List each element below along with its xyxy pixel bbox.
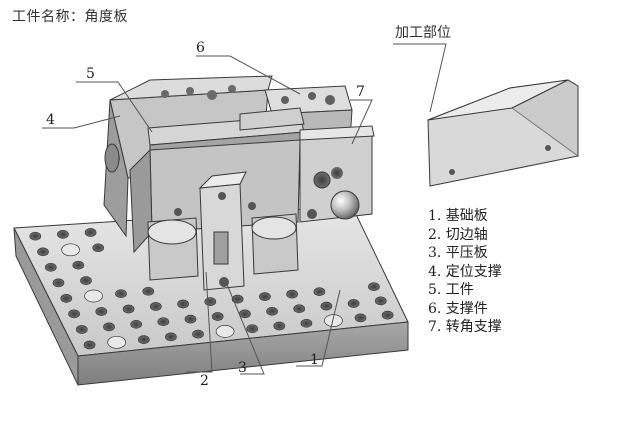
base-hole: [246, 324, 259, 334]
base-hole: [259, 292, 271, 301]
base-hole: [320, 301, 333, 311]
base-hole: [211, 312, 224, 321]
base-hole: [122, 304, 135, 314]
edge-shafts: [147, 213, 299, 281]
base-hole: [300, 318, 313, 328]
base-hole: [84, 228, 97, 237]
base-hole: [80, 276, 92, 285]
callout-6: 6: [196, 40, 205, 56]
callout-1: 1: [310, 352, 319, 368]
base-hole: [130, 319, 143, 329]
base-hole: [354, 313, 367, 323]
base-hole: [368, 282, 380, 292]
page-title: 工件名称：角度板: [12, 9, 128, 25]
legend-item: 4. 定位支撑: [428, 263, 502, 280]
base-hole: [231, 294, 244, 304]
callout-7: 7: [356, 84, 365, 100]
callout-5: 5: [86, 66, 95, 82]
base-hole: [60, 294, 73, 303]
base-hole: [177, 299, 189, 309]
base-hole: [37, 247, 49, 257]
base-hole: [115, 289, 127, 299]
machining-part: [427, 79, 579, 187]
base-hole: [44, 262, 57, 272]
base-hole: [157, 317, 170, 327]
callout-4: 4: [46, 112, 55, 128]
base-hole: [61, 243, 80, 257]
callout-3: 3: [238, 360, 247, 376]
base-hole: [52, 278, 65, 288]
base-hole: [347, 299, 360, 308]
legend-item: 1. 基础板: [428, 208, 488, 224]
legend-item: 7. 转角支撑: [428, 319, 502, 335]
base-hole: [215, 325, 235, 338]
base-hole: [84, 289, 103, 303]
base-hole: [165, 332, 177, 342]
flat-clamp: [198, 171, 247, 291]
base-hole: [83, 340, 96, 350]
base-hole: [266, 306, 278, 316]
base-hole: [204, 297, 217, 306]
base-hole: [286, 289, 298, 299]
base-hole: [149, 302, 162, 311]
base-hole: [68, 309, 80, 319]
base-hole: [142, 286, 155, 296]
legend-item: 6. 支撑件: [428, 300, 488, 317]
legend-item: 3. 平压板: [428, 245, 488, 261]
base-hole: [184, 314, 197, 324]
base-hole: [374, 296, 387, 306]
base-hole: [95, 307, 108, 316]
base-hole: [75, 325, 88, 334]
base-hole: [92, 243, 105, 253]
base-hole: [324, 314, 343, 327]
leader-lines: [42, 43, 447, 375]
base-hole: [381, 310, 394, 320]
machining-area-label: 加工部位: [395, 25, 451, 41]
corner-support: [299, 125, 375, 223]
base-hole: [192, 329, 204, 339]
base-hole: [29, 231, 42, 241]
base-hole: [137, 335, 150, 344]
base-hole: [57, 230, 69, 239]
base-hole: [107, 335, 127, 349]
legend: 1. 基础板 2. 切边轴 3. 平压板 4. 定位支撑 5. 工件 6. 支撑…: [428, 207, 502, 337]
base-plate-holes: [29, 228, 394, 350]
legend-item: 2. 切边轴: [428, 226, 488, 243]
legend-item: 5. 工件: [428, 282, 474, 298]
base-hole: [293, 304, 306, 314]
base-hole: [103, 322, 115, 332]
base-hole: [239, 309, 251, 319]
base-hole: [273, 321, 286, 331]
base-hole: [313, 287, 326, 297]
callout-2: 2: [200, 373, 209, 389]
base-hole: [72, 260, 85, 270]
